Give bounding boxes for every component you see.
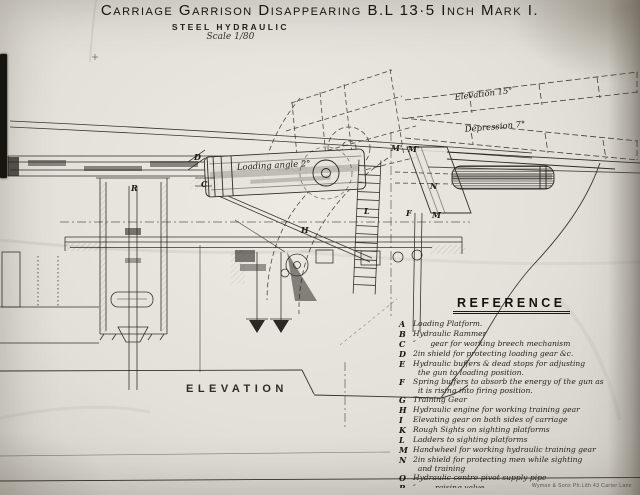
reference-text: Training Gear — [413, 395, 467, 404]
reference-letter: I — [399, 415, 403, 425]
reference-item-M: M Handwheel for working hydraulic trainin… — [397, 445, 639, 455]
reference-letter: D — [399, 349, 406, 359]
reference-text: Ladders to sighting platforms — [413, 435, 528, 444]
gun-firing-barrel — [394, 165, 555, 190]
paper-creases — [89, 0, 97, 63]
part-letter-F-4: F — [405, 208, 413, 218]
part-letter-M-8: M' — [407, 144, 419, 154]
reference-item-E: E Hydraulic buffers & dead stops for adju… — [397, 359, 639, 377]
part-letter-C-1: C — [201, 179, 208, 189]
reference-letter: F — [399, 377, 405, 387]
drawing-title: Carriage Garrison Disappearing B.L 13·5 … — [100, 2, 540, 19]
reference-item-G: G Training Gear — [397, 395, 639, 405]
angle-annotations: Elevation 15° Depression 7° Loading angle … — [236, 86, 526, 173]
reference-panel: REFERENCE A Loading Platform. B Hydraulic R… — [397, 294, 639, 488]
elevation-depression-band — [401, 71, 639, 161]
reference-letter: E — [399, 359, 406, 369]
reference-text: 2in shield for protecting men while sigh… — [413, 455, 583, 473]
reference-letter: N — [399, 455, 407, 465]
reference-item-C: C ″ gear for working breech mechanism — [397, 339, 639, 349]
reference-text: Rough Sights on sighting platforms — [413, 425, 550, 434]
reference-text: ″ gear for working breech mechanism — [413, 339, 571, 348]
scale-note: Scale 1/80 — [206, 32, 255, 42]
emplacement-profile — [0, 162, 640, 482]
reference-letter: M — [399, 445, 408, 455]
reference-item-B: B Hydraulic Rammer — [397, 329, 639, 339]
reference-item-A: A Loading Platform. — [397, 319, 639, 329]
reference-text: Hydraulic Rammer — [413, 329, 487, 338]
reference-letter: K — [399, 425, 406, 435]
scan-edge-shadow-left — [0, 54, 7, 178]
reference-item-P: P ″ raising valve — [397, 483, 639, 488]
reference-item-I: I Elevating gear on both sides of carriag… — [397, 415, 639, 425]
trunnion — [299, 146, 353, 200]
part-letter-N-5: N — [429, 181, 438, 191]
part-letter-H-9: H — [300, 225, 309, 235]
reference-letter: A — [399, 319, 406, 329]
carriage-platform — [64, 189, 465, 333]
reference-text: ″ raising valve — [413, 483, 485, 488]
shield-d-detail — [187, 149, 218, 190]
reference-text: 2in shield for protecting loading gear &… — [413, 349, 574, 358]
reference-text: Handwheel for working hydraulic training… — [413, 445, 596, 454]
reference-item-L: L Ladders to sighting platforms — [397, 435, 639, 445]
reference-text: Loading Platform. — [413, 319, 483, 328]
annotation-1: Depression 7° — [463, 120, 525, 135]
reference-text: Hydraulic engine for working training ge… — [413, 405, 580, 414]
annotation-2: Loading angle 2° — [236, 159, 311, 173]
sighting-ladder — [352, 159, 382, 295]
reference-heading: REFERENCE — [453, 296, 570, 314]
reference-item-F: F Spring buffers to absorb the energy of … — [397, 377, 639, 395]
reference-letter: B — [399, 329, 406, 339]
reference-text: Spring buffers to absorb the energy of t… — [413, 377, 604, 395]
reference-text: Hydraulic buffers & dead stops for adjus… — [413, 359, 586, 377]
reference-item-O: O Hydraulic centre pivot supply pipe — [397, 473, 639, 483]
part-letter-M-7: M' — [390, 143, 402, 153]
part-letter-R-2: R — [130, 183, 138, 193]
reference-item-D: D 2in shield for protecting loading gear … — [397, 349, 639, 359]
part-letters: D C R L F N M M' M' H — [130, 143, 442, 235]
ammunition-well — [0, 177, 201, 390]
reference-letter: L — [399, 435, 405, 445]
reference-letter: H — [399, 405, 407, 415]
drawing-subtitle: STEEL HYDRAULIC — [171, 22, 289, 32]
annotation-0: Elevation 15° — [453, 86, 513, 103]
reference-item-N: N 2in shield for protecting men while sig… — [397, 455, 639, 473]
reference-text: Elevating gear on both sides of carriage — [413, 415, 568, 424]
reference-letter: G — [399, 395, 406, 405]
reference-letter: C — [399, 339, 406, 349]
part-letter-M-6: M — [431, 210, 442, 220]
printer-imprint: Wyman & Sons Ph.Lith 43 Carter Lane — [531, 483, 632, 489]
reference-letter: O — [399, 473, 406, 483]
reference-letter: P — [399, 483, 406, 488]
reference-text: Hydraulic centre pivot supply pipe — [413, 473, 547, 482]
reference-item-K: K Rough Sights on sighting platforms — [397, 425, 639, 435]
part-letter-L-3: L — [363, 206, 370, 216]
part-letter-D-0: D — [193, 152, 201, 162]
reference-item-H: H Hydraulic engine for working training g… — [397, 405, 639, 415]
gun-loading-position — [203, 148, 367, 198]
view-label: ELEVATION — [186, 383, 288, 395]
